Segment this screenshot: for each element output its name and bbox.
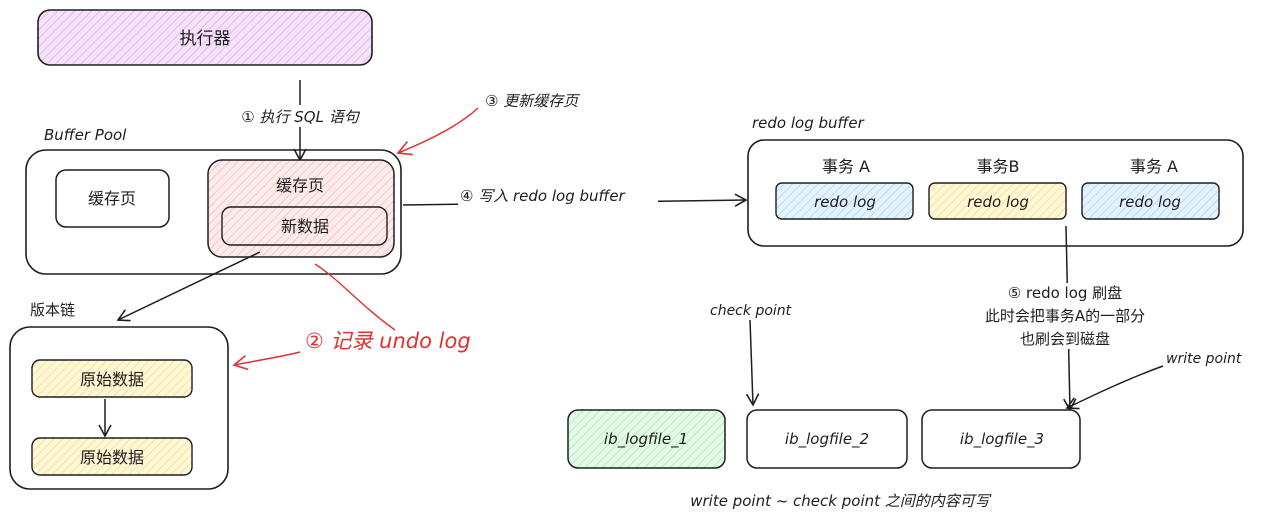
step2-arrow — [232, 351, 301, 371]
logfile-3: ib_logfile_3 — [921, 409, 1081, 469]
write-point-label: write point — [1166, 351, 1242, 367]
step5-line-2: 此时会把事务A的一部分 — [985, 307, 1145, 325]
write-point-arrow — [1065, 365, 1164, 410]
step5-label-bg — [955, 283, 1175, 349]
version-chain-container — [9, 326, 229, 490]
step3-arrow — [396, 107, 479, 156]
logfile-1-label: ib_logfile_1 — [604, 430, 688, 449]
version-chain-title: 版本链 — [30, 301, 75, 319]
redo-entry-3: redo log — [1081, 182, 1220, 220]
step2-pointer-line — [314, 263, 396, 331]
cache-page-left-label: 缓存页 — [88, 189, 136, 208]
step4-label-bg — [458, 184, 658, 206]
logfile-2-label: ib_logfile_2 — [785, 430, 869, 449]
logfile-3-label: ib_logfile_3 — [960, 430, 1044, 449]
original-data-2: 原始数据 — [31, 437, 193, 476]
undo-arrow — [116, 251, 261, 322]
redo-entry-2-label: redo log — [967, 193, 1029, 211]
step1-label-bg — [222, 105, 378, 127]
cache-page-left: 缓存页 — [55, 169, 170, 228]
original-data-2-label: 原始数据 — [80, 448, 144, 467]
step5-line-1: ⑤ redo log 刷盘 — [1008, 284, 1122, 302]
step5-line-3: 也刷会到磁盘 — [1020, 330, 1110, 348]
redo-entry-2: redo log — [928, 182, 1067, 220]
transaction-3-name: 事务 A — [1130, 157, 1178, 176]
executor-node: 执行器 — [37, 9, 373, 66]
step1-label: ① 执行 SQL 语句 — [241, 108, 360, 126]
redo-entry-1: redo log — [775, 182, 914, 220]
step2-label: ② 记录 undo log — [305, 329, 471, 353]
redo-entry-1-label: redo log — [814, 193, 876, 211]
redo-entry-3-label: redo log — [1119, 193, 1181, 211]
logfile-1: ib_logfile_1 — [567, 409, 726, 469]
step4-label: ④ 写入 redo log buffer — [460, 187, 626, 205]
transaction-2-name: 事务B — [977, 157, 1020, 176]
transaction-1-name: 事务 A — [822, 157, 870, 176]
original-data-1-label: 原始数据 — [80, 370, 144, 389]
redo-log-buffer-title: redo log buffer — [752, 114, 865, 132]
logfile-2: ib_logfile_2 — [746, 409, 908, 469]
step3-label: ③ 更新缓存页 — [485, 92, 580, 110]
cache-page-right: 缓存页 新数据 — [207, 159, 395, 258]
executor-label: 执行器 — [180, 29, 231, 49]
new-data-label: 新数据 — [281, 217, 329, 236]
footer-note: write point ~ check point 之间的内容可写 — [690, 492, 992, 510]
check-point-arrow — [745, 319, 760, 407]
check-point-label: check point — [710, 303, 792, 319]
cache-page-right-label: 缓存页 — [276, 176, 324, 195]
new-data-box — [221, 206, 388, 246]
original-data-1: 原始数据 — [31, 359, 193, 398]
buffer-pool-title: Buffer Pool — [44, 126, 127, 144]
redo-log-buffer-container — [747, 139, 1244, 247]
